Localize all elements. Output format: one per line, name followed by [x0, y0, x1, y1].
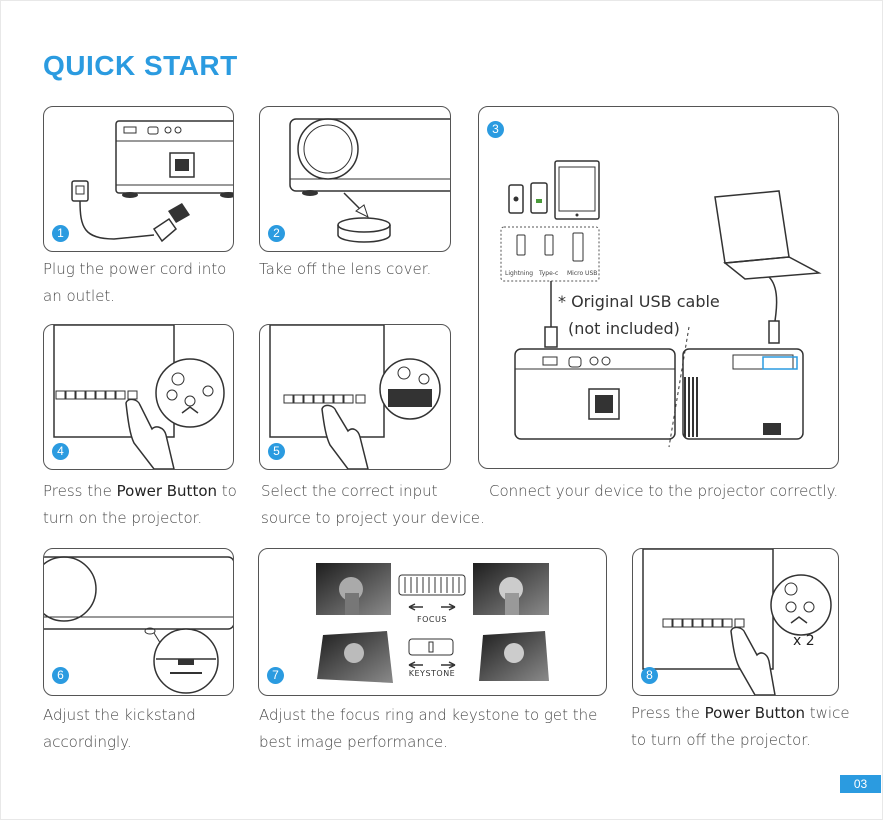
step-1-badge: 1 [52, 225, 69, 242]
step-4-badge: 4 [52, 443, 69, 460]
step-8-caption: Press the Power Button twice to turn off… [631, 700, 850, 754]
step-8-caption-line1: Press the Power Button twice [631, 700, 850, 727]
laptop-icon [715, 191, 789, 263]
step-4-caption-post: to [217, 482, 237, 500]
lens-cover-illustration [260, 107, 450, 251]
step-4-caption: Press the Power Button to turn on the pr… [43, 478, 237, 532]
step-4-caption-pre: Press the [43, 482, 117, 500]
step-6-badge: 6 [52, 667, 69, 684]
power-off-illustration [633, 549, 838, 695]
kickstand-illustration [44, 549, 233, 695]
step-3-badge: 3 [487, 121, 504, 138]
remote-zoom [771, 575, 831, 635]
step-1-caption-line1: Plug the power cord into [43, 256, 226, 283]
android-phone-icon [531, 183, 547, 213]
step-6-caption-line2: accordingly. [43, 729, 196, 756]
step-5-caption: Select the correct input source to proje… [261, 478, 485, 532]
step-5-caption-line1: Select the correct input [261, 478, 485, 505]
step-5-caption-line2: source to project your device. [261, 505, 485, 532]
page-title: QUICK START [43, 50, 238, 82]
step-4-caption-line2: turn on the projector. [43, 505, 237, 532]
connector-label-typec: Type-c [538, 270, 558, 277]
step-7-badge: 7 [267, 667, 284, 684]
step-5-panel: 5 [259, 324, 451, 470]
step-2-panel: 2 [259, 106, 451, 252]
connector-label-microusb: Micro USB [567, 270, 597, 277]
step-4-caption-bold: Power Button [117, 482, 217, 500]
step-7-caption-line2: best image performance. [259, 729, 597, 756]
step-7-caption-line1: Adjust the focus ring and keystone to ge… [259, 702, 597, 729]
focus-keystone-illustration: FOCUS KEYSTONE [259, 549, 606, 695]
cable-note-line1: * Original USB cable [558, 288, 720, 315]
remote-zoom [156, 359, 224, 427]
focus-label: FOCUS [417, 615, 447, 624]
focus-ring-icon [399, 575, 465, 595]
tablet-icon [555, 161, 599, 219]
step-6-caption-line1: Adjust the kickstand [43, 702, 196, 729]
step-8-caption-bold: Power Button [705, 704, 805, 722]
step-1-panel: 1 [43, 106, 234, 252]
step-8-panel: x 2 8 [632, 548, 839, 696]
step-1-caption: Plug the power cord into an outlet. [43, 256, 226, 310]
hand-icon [731, 627, 775, 695]
step-6-panel: 6 [43, 548, 234, 696]
cable-note-line2: (not included) [558, 315, 720, 342]
step-2-caption-line1: Take off the lens cover. [259, 256, 431, 283]
step-1-caption-line2: an outlet. [43, 283, 226, 310]
step-6-caption: Adjust the kickstand accordingly. [43, 702, 196, 756]
step-3-caption-line1: Connect your device to the projector cor… [489, 478, 838, 505]
keystone-label: KEYSTONE [409, 669, 456, 678]
power-on-illustration [44, 325, 233, 469]
step-2-caption: Take off the lens cover. [259, 256, 431, 283]
input-source-illustration [260, 325, 450, 469]
press-count: x 2 [793, 633, 815, 649]
step-8-caption-line2: to turn off the projector. [631, 727, 850, 754]
step-8-badge: 8 [641, 667, 658, 684]
step-8-caption-pre: Press the [631, 704, 705, 722]
step-4-panel: 4 [43, 324, 234, 470]
step-3-caption: Connect your device to the projector cor… [489, 478, 838, 505]
step-7-caption: Adjust the focus ring and keystone to ge… [259, 702, 597, 756]
connector-label-lightning: Lightning [505, 270, 533, 277]
step-7-panel: FOCUS KEYSTONE 7 [258, 548, 607, 696]
step-5-badge: 5 [268, 443, 285, 460]
page-number: 03 [840, 775, 881, 793]
power-cord-illustration [44, 107, 233, 251]
step-8-caption-post: twice [805, 704, 850, 722]
cable-note: * Original USB cable (not included) [558, 288, 720, 342]
step-2-badge: 2 [268, 225, 285, 242]
keystone-ring-icon [409, 639, 453, 655]
step-4-caption-line1: Press the Power Button to [43, 478, 237, 505]
